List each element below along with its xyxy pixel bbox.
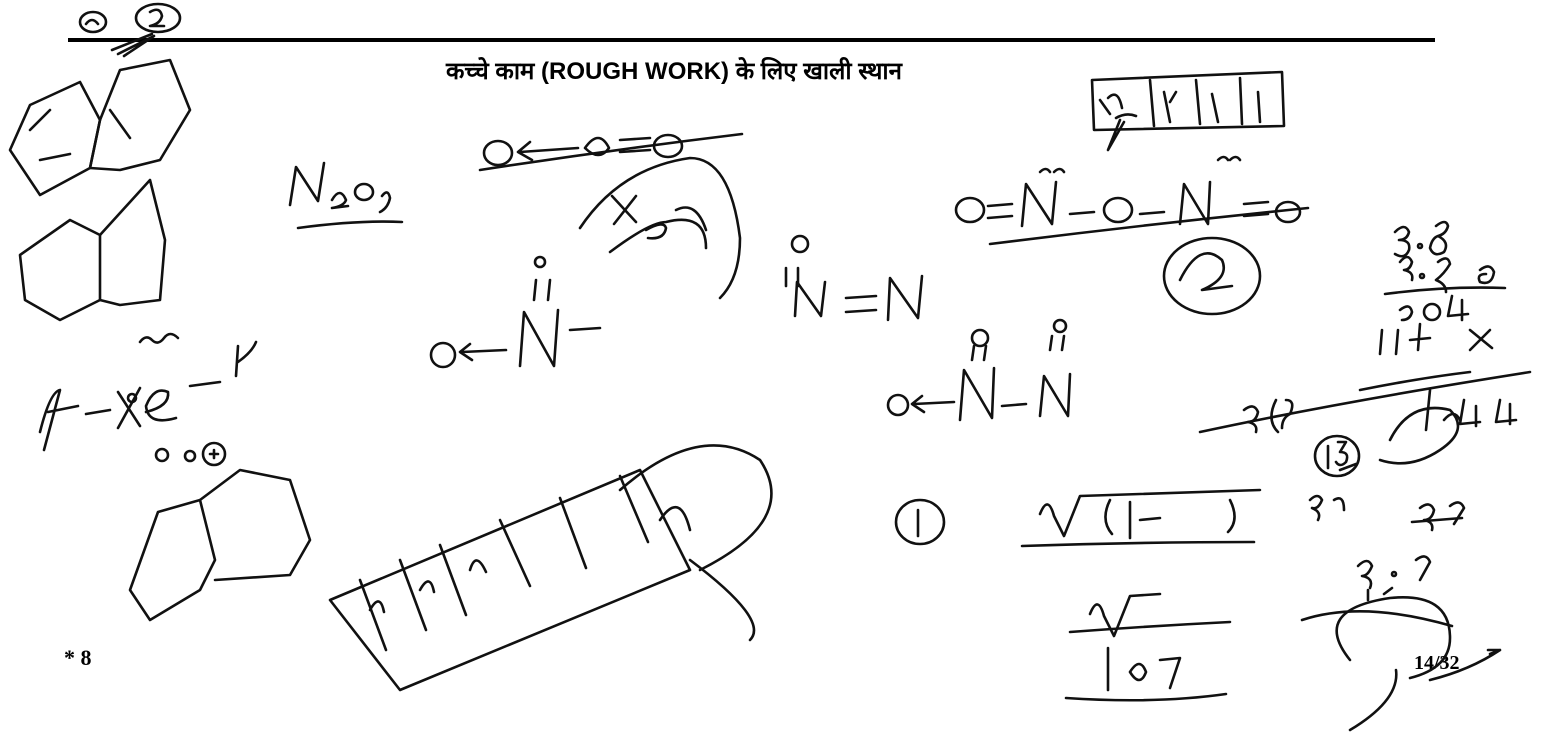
dinitrogen-trioxide-alt bbox=[886, 318, 1072, 422]
n2o3-formula bbox=[288, 161, 404, 230]
fused-rings-drawing-3 bbox=[128, 468, 312, 622]
n-double-bond-n bbox=[784, 234, 924, 322]
n2o3-chain-structure bbox=[954, 155, 1310, 246]
electron-box-diagram bbox=[328, 444, 773, 692]
page-title: कच्चे काम (ROUGH WORK) के लिए खाली स्थान bbox=[446, 58, 902, 85]
xef2-structure bbox=[38, 332, 258, 467]
top-right-electron-boxes bbox=[1090, 70, 1286, 152]
fused-rings-drawing-2 bbox=[18, 178, 167, 322]
calculation-sqrt bbox=[894, 488, 1262, 702]
xe-charge-annotation bbox=[578, 156, 742, 300]
header-rule bbox=[68, 38, 1435, 42]
top-left-circled-marks bbox=[78, 2, 182, 58]
ozone-structure bbox=[478, 132, 744, 172]
footer-marker: * 8 bbox=[64, 645, 92, 670]
fused-rings-drawing-1 bbox=[8, 58, 192, 197]
nitro-fragment bbox=[429, 255, 602, 369]
arithmetic-right bbox=[1198, 220, 1532, 732]
circled-answer-2 bbox=[1162, 236, 1262, 316]
page-number: 14/32 bbox=[1414, 652, 1460, 674]
